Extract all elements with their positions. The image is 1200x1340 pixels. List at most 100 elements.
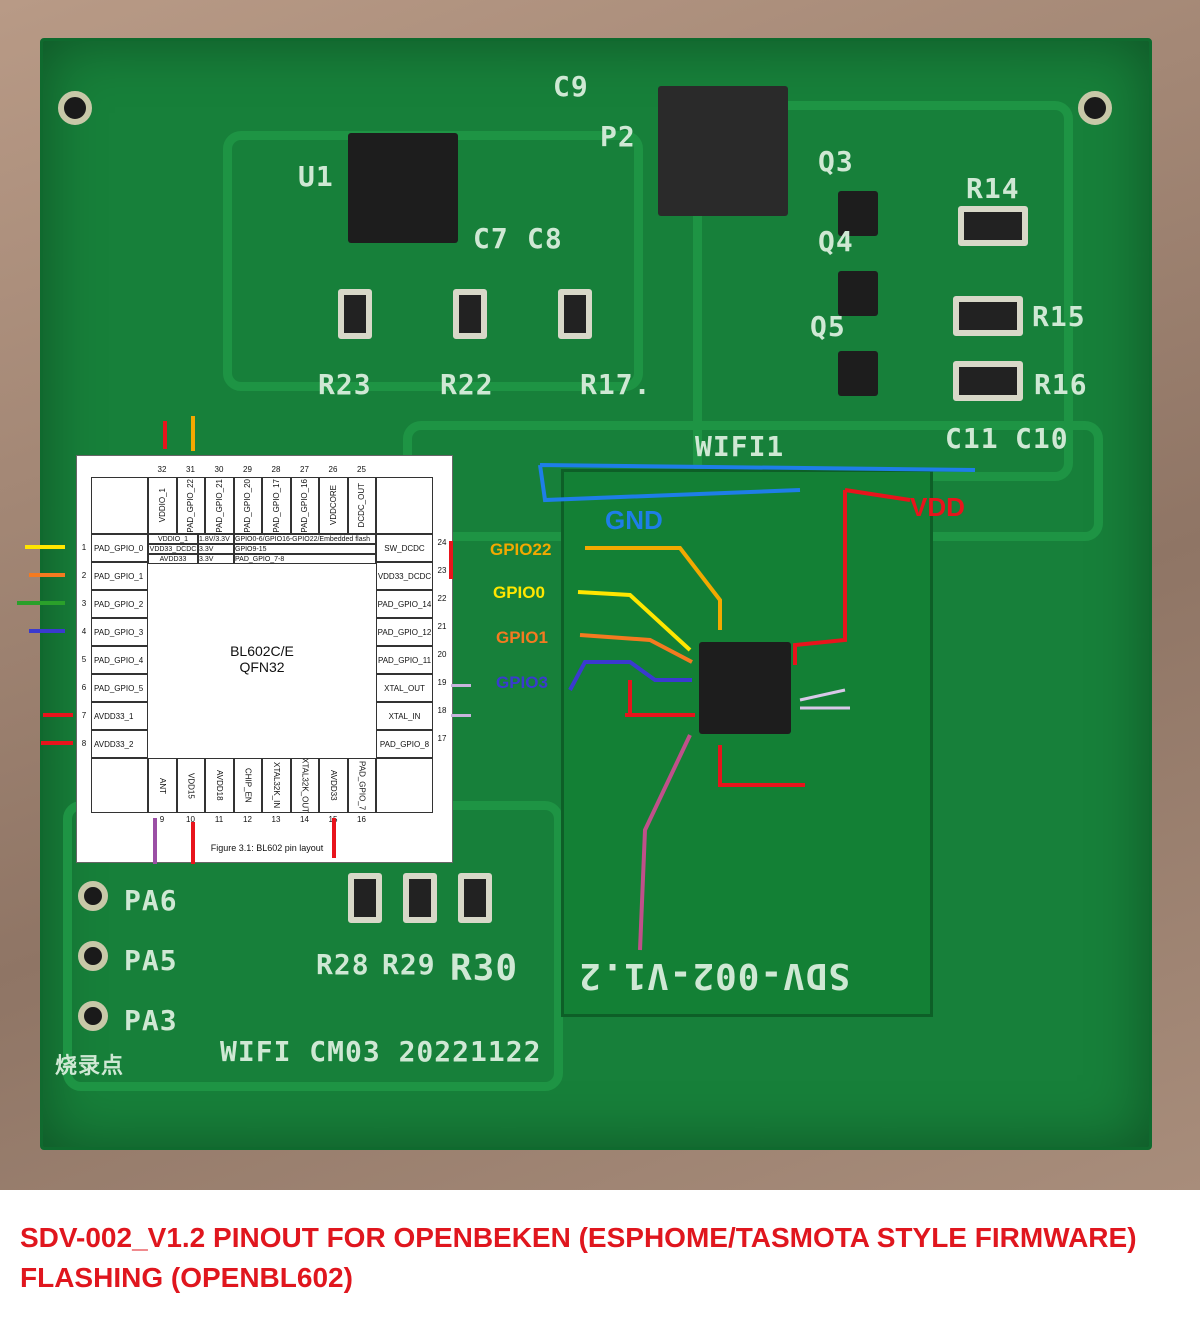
- power-table-cell: 3.3V: [198, 544, 234, 554]
- pin-marker: [153, 818, 157, 864]
- pin-number: 19: [437, 678, 447, 687]
- pin-number: 2: [81, 571, 87, 580]
- pin-label: VDD15: [186, 772, 196, 799]
- silkscreen-label: Q4: [818, 225, 854, 258]
- pin-label: PAD_GPIO_7-8: [235, 555, 285, 563]
- pin-number: 29: [243, 465, 252, 474]
- power-table-cell: GPIO0-6/GPIO16-GPIO22/Embedded flash: [234, 534, 376, 544]
- chip-package: QFN32: [239, 659, 285, 675]
- bottom-pin: VDD15: [176, 758, 205, 813]
- pin-number: 7: [81, 711, 87, 720]
- pin-number: 4: [81, 627, 87, 636]
- left-pin: PAD_GPIO_3: [91, 618, 148, 646]
- pin-label: VDD33_DCDC: [149, 545, 197, 553]
- pin-number: 31: [186, 465, 195, 474]
- bottom-pin: PAD_GPIO_7: [347, 758, 376, 813]
- silkscreen-label: R14: [966, 172, 1020, 205]
- pin-marker: [43, 713, 73, 717]
- pin-number: 1: [81, 543, 87, 552]
- silkscreen-label: PA6: [124, 884, 178, 917]
- pin-label: VDDIO_1: [157, 488, 167, 523]
- silkscreen-label: R17.: [580, 368, 652, 401]
- silkscreen-label: C8: [527, 222, 563, 255]
- silkscreen-label: 烧录点: [55, 1054, 125, 1079]
- wifi-module: [561, 469, 933, 1017]
- pin-label: XTAL_IN: [388, 711, 421, 721]
- pin-label: XTAL32K_OUT: [300, 758, 310, 813]
- right-pin: VDD33_DCDC: [376, 562, 433, 590]
- pin-marker: [29, 629, 65, 633]
- power-table-cell: 1.8V/3.3V: [198, 534, 234, 544]
- silkscreen-label: C10: [1015, 422, 1069, 455]
- pin-label: ANT: [157, 777, 167, 794]
- pin-marker: [191, 416, 195, 451]
- left-pin: PAD_GPIO_1: [91, 562, 148, 590]
- pin-label: PAD_GPIO_22: [186, 478, 196, 533]
- silkscreen-label: PA3: [124, 1004, 178, 1037]
- pin-label: AVDD33_2: [94, 739, 134, 749]
- pin-label: CHIP_EN: [243, 768, 253, 803]
- silkscreen-label: C11: [945, 422, 999, 455]
- pin-marker: [163, 421, 167, 449]
- vdd-label: VDD: [910, 492, 965, 522]
- power-table-cell: VDD33_DCDC: [148, 544, 198, 554]
- silkscreen-label: PA5: [124, 944, 178, 977]
- corner-cell: [91, 758, 148, 813]
- pin-label: PAD_GPIO_16: [300, 478, 310, 533]
- pin-marker: [17, 601, 65, 605]
- top-pin: DCDC_OUT: [347, 477, 376, 534]
- pin-label: PAD_GPIO_20: [243, 478, 253, 533]
- pin-number: 27: [300, 465, 309, 474]
- pin-number: 22: [437, 594, 447, 603]
- corner-cell: [91, 477, 148, 534]
- pin-label: AVDD18: [214, 770, 224, 801]
- pin-marker: [451, 684, 471, 687]
- pin-label: XTAL32K_IN: [271, 762, 281, 809]
- pin-label: VDD33_DCDC: [377, 571, 432, 581]
- pin-label: AVDD33: [328, 770, 338, 801]
- top-pin: PAD_GPIO_16: [290, 477, 319, 534]
- right-pin: PAD_GPIO_8: [376, 730, 433, 758]
- pin-label: PAD_GPIO_21: [214, 478, 224, 533]
- caption-line-2: FLASHING (OPENBL602): [20, 1262, 353, 1293]
- pin-number: 12: [243, 815, 252, 824]
- top-pin: PAD_GPIO_21: [205, 477, 234, 534]
- top-pin: VDDCORE: [319, 477, 348, 534]
- pin-label: PAD_GPIO_14: [377, 599, 432, 609]
- pin-marker: [332, 818, 336, 858]
- pin-label: AVDD33: [159, 555, 187, 563]
- silkscreen-label: Q3: [818, 145, 854, 178]
- gpio1-label: GPIO1: [496, 628, 548, 647]
- power-table-cell: VDDIO_1: [148, 534, 198, 544]
- pin-number: 13: [271, 815, 281, 824]
- pin-label: AVDD33_1: [94, 711, 134, 721]
- silkscreen-label: WIFI1: [695, 430, 785, 463]
- bl602-pinout-diagram: BL602C/E QFN32 Figure 3.1: BL602 pin lay…: [17, 416, 471, 864]
- pin-number: 21: [437, 622, 447, 631]
- power-table-cell: AVDD33: [148, 554, 198, 564]
- right-pin: XTAL_OUT: [376, 674, 433, 702]
- right-pin: PAD_GPIO_14: [376, 590, 433, 618]
- gpio22-label: GPIO22: [490, 540, 552, 559]
- silkscreen-label: P2: [600, 120, 636, 153]
- top-pin: PAD_GPIO_20: [233, 477, 262, 534]
- chip-name: BL602C/E: [230, 643, 294, 659]
- bottom-pin: AVDD33: [319, 758, 348, 813]
- silkscreen-label: R30: [450, 948, 519, 989]
- pin-marker: [451, 714, 471, 717]
- annotation-lines: [538, 463, 976, 951]
- right-pin: PAD_GPIO_12: [376, 618, 433, 646]
- pin-number: 8: [81, 739, 87, 748]
- pin-number: 28: [271, 465, 281, 474]
- pin-number: 25: [357, 465, 366, 474]
- bottom-pin: ANT: [148, 758, 177, 813]
- pin-marker: [449, 541, 453, 579]
- silkscreen-label: R15: [1032, 300, 1086, 333]
- pin-label: PAD_GPIO_5: [94, 683, 144, 693]
- bl602-chip: [699, 642, 791, 734]
- right-pin: SW_DCDC: [376, 534, 433, 562]
- pin-number: 18: [437, 706, 447, 715]
- pin-label: PAD_GPIO_4: [94, 655, 144, 665]
- pin-label: 3.3V: [199, 555, 214, 563]
- silkscreen-label: R16: [1034, 368, 1088, 401]
